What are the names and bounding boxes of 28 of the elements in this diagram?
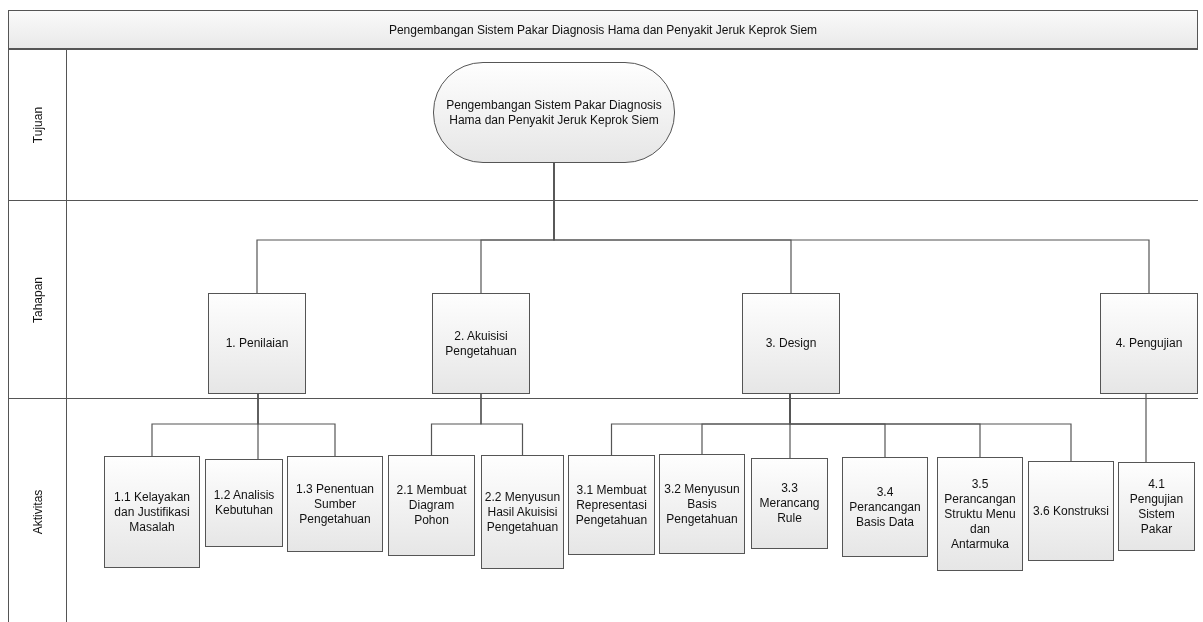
activity-box: 1.1 Kelayakan dan Justifikasi Masalah (104, 456, 200, 568)
swimlane-band (8, 200, 1198, 398)
connector-line (553, 162, 1150, 294)
activity-box: 2.1 Membuat Diagram Pohon (388, 455, 475, 556)
lane-label: Aktivitas (31, 489, 45, 534)
activity-box: 2.2 Menyusun Hasil Akuisisi Pengetahuan (481, 455, 564, 569)
stage-box: 4. Pengujian (1100, 293, 1198, 394)
activity-box: 3.6 Konstruksi (1028, 461, 1114, 561)
swimlane-band (8, 398, 1198, 622)
stage-box: 2. Akuisisi Pengetahuan (432, 293, 530, 394)
diagram-title: Pengembangan Sistem Pakar Diagnosis Hama dan Penyakit Jeruk Keprok Siem (388, 22, 818, 37)
connector-line (480, 393, 524, 456)
lane-label: Tujuan (31, 106, 45, 144)
activity-box: 1.2 Analisis Kebutuhan (205, 459, 283, 547)
stage-box: 1. Penilaian (208, 293, 306, 394)
activity-box: 3.1 Membuat Representasi Pengetahuan (568, 455, 655, 555)
activity-box: 3.2 Menyusun Basis Pengetahuan (659, 454, 745, 554)
activity-box: 3.4 Perancangan Basis Data (842, 457, 928, 557)
connector-line (257, 393, 336, 457)
activity-box: 4.1 Pengujian Sistem Pakar (1118, 462, 1195, 551)
goal-terminator: Pengembangan Sistem Pakar Diagnosis Hama dan Penyakit Jeruk Keprok Siem (433, 62, 675, 163)
stage-box: 3. Design (742, 293, 840, 394)
connector-line (1145, 393, 1147, 463)
activity-box: 1.3 Penentuan Sumber Pengetahuan (287, 456, 383, 552)
swimlane-band (8, 49, 1198, 200)
activity-box: 3.5 Perancangan Struktu Menu dan Antarmuka (937, 457, 1023, 571)
lane-label: Tahapan (31, 276, 45, 323)
activity-box: 3.3 Merancang Rule (751, 458, 828, 549)
